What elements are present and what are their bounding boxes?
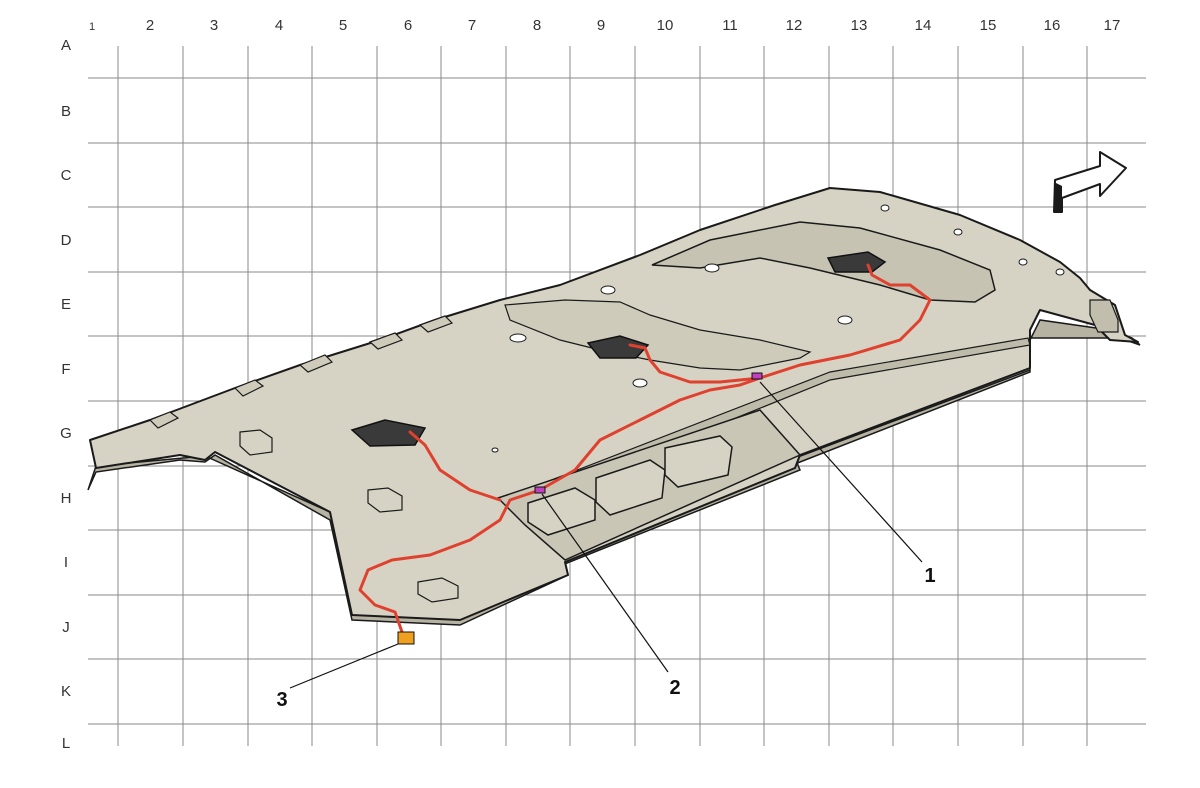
callout-1: 1 — [924, 565, 935, 587]
harness-main-run — [358, 263, 932, 634]
console-blocks — [527, 435, 733, 536]
callout-leaders — [289, 381, 923, 689]
row-label: F — [61, 361, 70, 378]
forward-arrow-icon — [1053, 151, 1127, 213]
connector-3 — [397, 631, 415, 645]
connectors — [397, 372, 763, 645]
column-label: 11 — [722, 17, 738, 34]
column-label: 6 — [404, 17, 412, 34]
column-label: 17 — [1104, 17, 1121, 34]
edge-bumps — [148, 315, 454, 429]
row-label: C — [61, 167, 72, 184]
column-label: 5 — [339, 17, 347, 34]
mounting-holes — [491, 204, 1065, 453]
column-label: 15 — [980, 17, 997, 34]
callout-3: 3 — [276, 689, 287, 711]
row-label: I — [64, 554, 68, 571]
grid-horizontal-lines — [88, 77, 1146, 725]
front-dome-lamp — [350, 419, 427, 447]
surface-blocks — [239, 429, 459, 603]
column-labels: 1 2 3 4 5 6 7 8 9 10 11 12 13 14 15 16 1… — [89, 17, 1120, 34]
row-label: K — [61, 683, 71, 700]
column-label: 14 — [915, 17, 932, 34]
connector-2 — [534, 486, 546, 494]
rear-dome-lamp — [826, 251, 887, 273]
leader-2 — [541, 493, 669, 673]
rear-inset-panel — [651, 221, 996, 303]
callout-labels: 1 2 3 — [276, 565, 935, 711]
row-label: E — [61, 296, 71, 313]
harness-front-lamp-branch — [408, 430, 502, 502]
column-label: 8 — [533, 17, 541, 34]
column-label: 3 — [210, 17, 218, 34]
dome-lamps — [350, 251, 887, 447]
column-label: 10 — [657, 17, 674, 34]
column-label: 13 — [851, 17, 868, 34]
column-label: 9 — [597, 17, 605, 34]
headliner-panel — [87, 187, 1141, 626]
row-label: A — [61, 37, 71, 54]
headliner-surface — [89, 187, 1139, 621]
row-label: D — [61, 232, 72, 249]
rear-corner-bracket — [1089, 299, 1119, 333]
column-label: 2 — [146, 17, 154, 34]
column-label: 7 — [468, 17, 476, 34]
leader-1 — [759, 381, 923, 563]
row-label: G — [60, 425, 72, 442]
row-labels: A B C D E F G H I J K L — [60, 37, 72, 752]
row-label: L — [62, 735, 70, 752]
center-dome-lamp — [586, 335, 650, 359]
center-inset-panel — [504, 299, 812, 371]
column-label: 16 — [1044, 17, 1061, 34]
row-label: H — [61, 490, 72, 507]
row-label: J — [62, 619, 70, 636]
wiring-harness — [358, 263, 932, 634]
leader-3 — [289, 643, 399, 689]
column-label: 4 — [275, 17, 283, 34]
row-label: B — [61, 103, 71, 120]
callout-2: 2 — [669, 677, 680, 699]
harness-center-lamp-branch — [628, 343, 762, 384]
column-label: 1 — [89, 21, 95, 33]
column-label: 12 — [786, 17, 803, 34]
connector-1 — [751, 372, 763, 380]
